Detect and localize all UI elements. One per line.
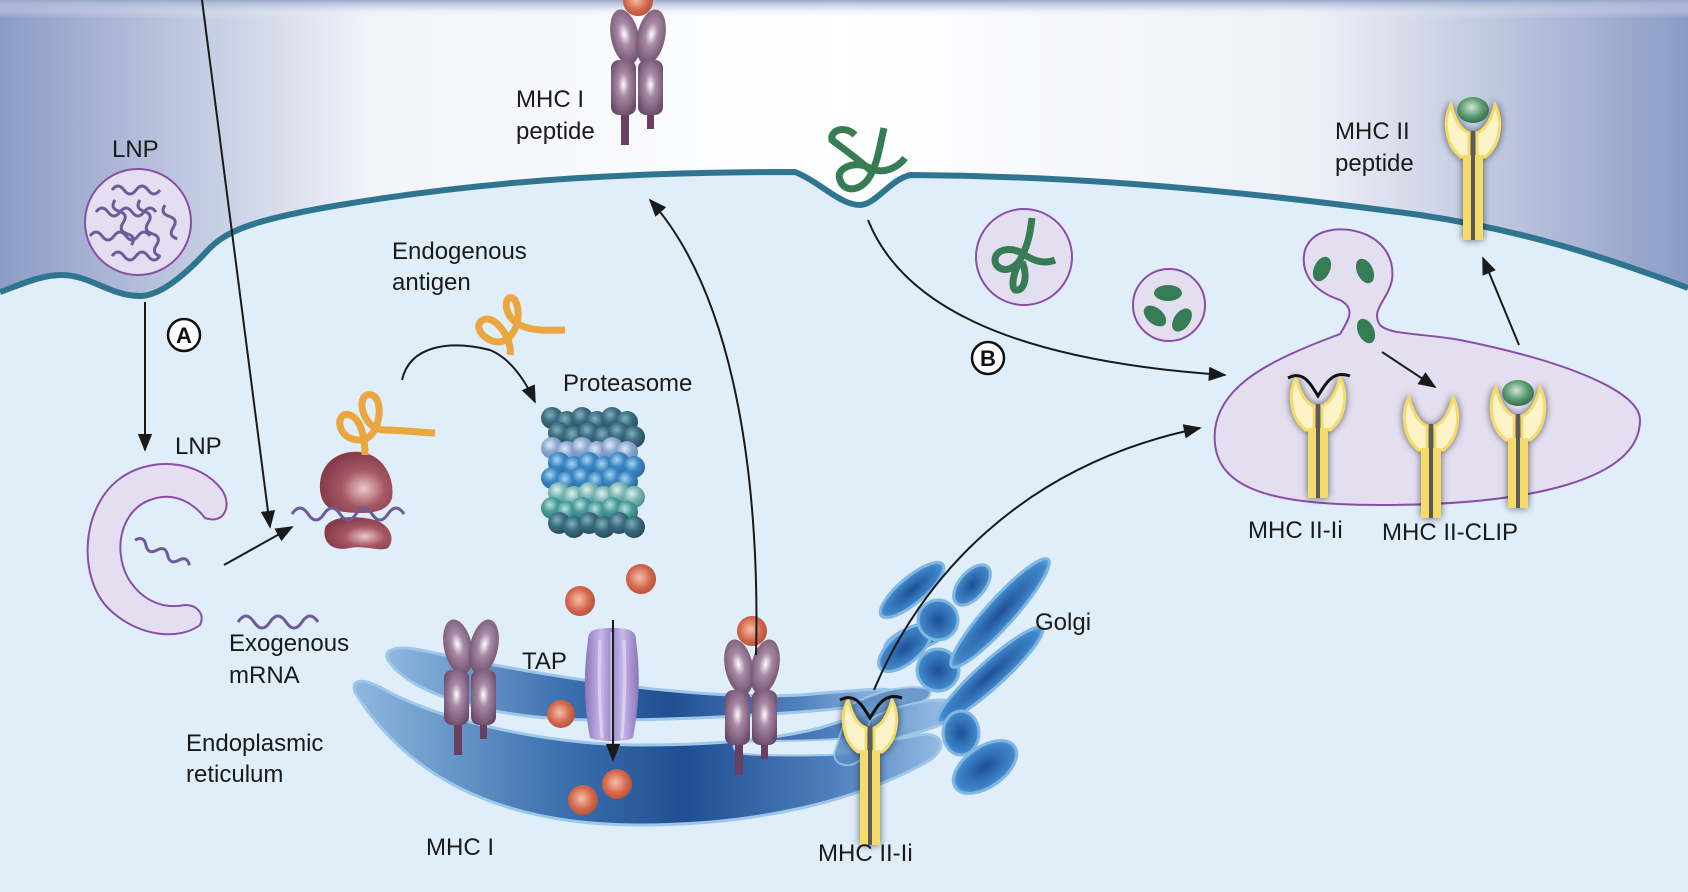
extracellular-shade <box>0 0 1688 120</box>
peptide <box>602 769 632 799</box>
label-lnp-outside: LNP <box>112 136 159 163</box>
antigen-fragments-vesicle <box>1132 268 1206 342</box>
peptide <box>568 785 598 815</box>
label-exogenous-mrna-2: mRNA <box>229 662 300 689</box>
mhc-i-in-er <box>443 619 499 755</box>
mhc-ii-clip <box>1402 393 1460 518</box>
bound-peptide <box>623 0 653 16</box>
endocytic-vesicle <box>975 208 1073 306</box>
label-endogenous-antigen-2: antigen <box>392 269 471 296</box>
label-er-2: reticulum <box>186 761 283 788</box>
endogenous-antigen <box>475 294 566 356</box>
arrow-pathway-b <box>867 219 1227 382</box>
mhc-ii-ii-in-compartment <box>1287 373 1351 498</box>
bound-peptide <box>737 616 767 646</box>
arrow-to-ribosome <box>201 0 276 529</box>
label-mhc-ii-peptide-1: MHC II <box>1335 118 1410 145</box>
mhc-i-peptide-in-er <box>724 616 780 775</box>
label-mhc-ii-ii-er: MHC II-Ii <box>818 840 913 867</box>
svg-text:A: A <box>176 323 192 348</box>
mhc-ii-ii-in-er <box>839 695 903 845</box>
arrow-mhc-ii-to-endosome <box>873 424 1202 691</box>
invariant-chain <box>1287 373 1351 399</box>
mhc-i-peptide-surface <box>610 0 666 145</box>
label-lnp-inside: LNP <box>175 433 222 460</box>
proteasome-subunit <box>623 516 645 538</box>
arrow-peptide-loading <box>1381 351 1437 388</box>
cell-membrane <box>0 168 1688 300</box>
invariant-chain <box>839 695 903 721</box>
golgi-apparatus <box>877 557 1051 795</box>
arrow-mhc-ii-to-surface <box>1482 256 1520 346</box>
label-mhc-ii-ii-compartment: MHC II-Ii <box>1248 517 1343 544</box>
pathway-badge-a: A <box>166 317 202 353</box>
label-mhc-ii-clip: MHC II-CLIP <box>1382 519 1518 546</box>
proteasome <box>541 407 645 538</box>
lnp-particle-extracellular <box>84 168 192 276</box>
label-mhc-i-peptide-2: peptide <box>516 118 595 145</box>
label-proteasome: Proteasome <box>563 370 692 397</box>
label-golgi: Golgi <box>1035 609 1091 636</box>
lnp-endosome <box>86 463 228 636</box>
ribosome <box>290 451 406 550</box>
mrna-on-ribosome <box>290 506 406 522</box>
peptide <box>547 700 575 728</box>
exogenous-antigen <box>828 126 908 193</box>
pathway-badge-b: B <box>970 340 1006 376</box>
label-mhc-i: MHC I <box>426 834 494 861</box>
exogenous-mrna-strand <box>236 614 320 630</box>
label-tap: TAP <box>522 648 567 675</box>
arrow-to-proteasome <box>401 344 536 404</box>
peptide <box>565 586 595 616</box>
label-mhc-ii-peptide-2: peptide <box>1335 150 1414 177</box>
label-mhc-i-peptide-1: MHC I <box>516 86 584 113</box>
tap-transporter <box>584 628 639 741</box>
mhc-ii-peptide-surface <box>1444 97 1502 240</box>
label-exogenous-mrna-1: Exogenous <box>229 630 349 657</box>
label-endogenous-antigen-1: Endogenous <box>392 238 527 265</box>
engulfed-antigen <box>991 217 1057 294</box>
arrow-mrna-to-ribosome <box>223 526 294 566</box>
nascent-antigen <box>336 391 436 456</box>
label-er-1: Endoplasmic <box>186 730 323 757</box>
bound-peptide <box>1457 97 1489 123</box>
mrna-in-endosome <box>134 537 191 566</box>
svg-text:B: B <box>980 346 996 371</box>
peptide <box>626 564 656 594</box>
arrow-mhc-i-to-surface <box>648 198 758 656</box>
bound-peptide <box>1502 380 1534 406</box>
mrna-strands <box>88 184 178 262</box>
mhc-ii-peptide-in-compartment <box>1489 380 1547 508</box>
